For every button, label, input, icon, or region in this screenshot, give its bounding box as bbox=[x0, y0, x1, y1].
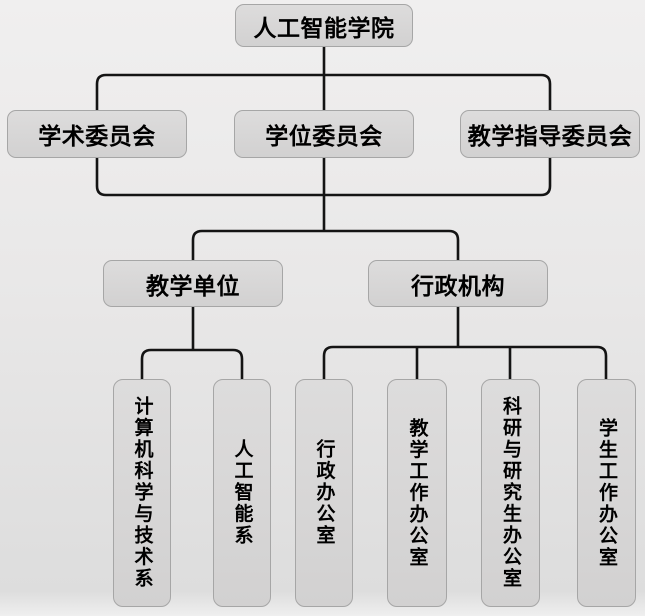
node-academic-committee: 学术委员会 bbox=[7, 110, 187, 158]
node-teaching-guidance-committee: 教学指导委员会 bbox=[460, 110, 640, 158]
connector-teaching-split bbox=[140, 348, 244, 379]
node-research-graduate-office: 科研与研究生办公室 bbox=[481, 379, 540, 607]
connector-committees-distribution bbox=[95, 73, 552, 110]
node-teaching-units-branch: 教学单位 bbox=[103, 260, 283, 307]
node-ai-department: 人工智能系 bbox=[213, 379, 271, 607]
node-degree-committee: 学位委员会 bbox=[234, 110, 414, 158]
node-admin-branch: 行政机构 bbox=[368, 260, 548, 307]
node-college-root: 人工智能学院 bbox=[235, 4, 413, 47]
node-cs-tech-department: 计算机科学与技术系 bbox=[113, 379, 171, 607]
connector-branch-split bbox=[191, 229, 460, 260]
node-teaching-work-office: 教学工作办公室 bbox=[387, 379, 447, 607]
node-student-work-office: 学生工作办公室 bbox=[577, 379, 636, 607]
node-admin-office: 行政办公室 bbox=[295, 379, 353, 607]
connector-admin-split bbox=[322, 345, 608, 379]
